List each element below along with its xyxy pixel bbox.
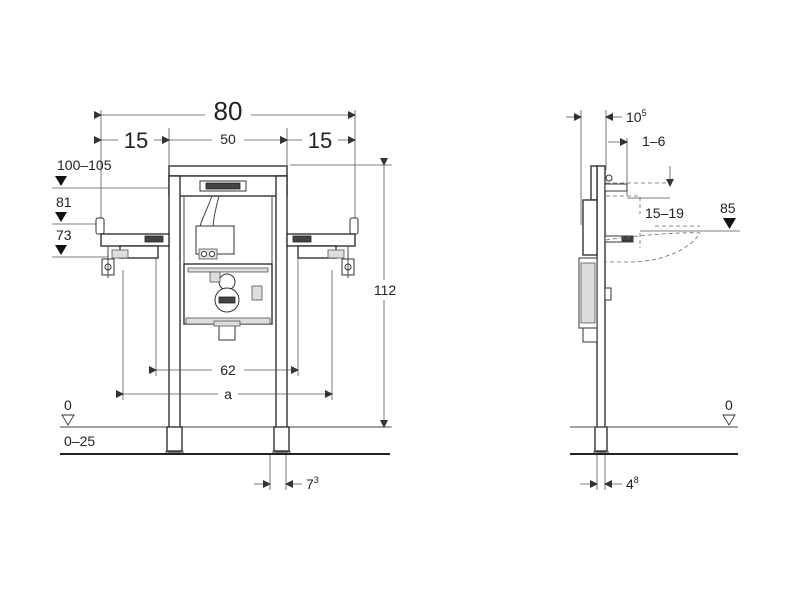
dim-foot-side-label: 48 xyxy=(626,475,639,492)
level-85: 85 xyxy=(640,200,740,232)
front-floor-range-label: 0–25 xyxy=(64,433,95,449)
dim-spacing-62-label: 62 xyxy=(220,362,236,378)
front-level-0-label: 0 xyxy=(64,397,72,413)
front-zero-level: 0 0–25 xyxy=(60,397,390,455)
dim-depth: 105 xyxy=(566,108,647,225)
level-81: 81 xyxy=(52,194,105,225)
level-marker-icon xyxy=(723,218,736,229)
right-bracket xyxy=(286,217,359,278)
side-level-0-label: 0 xyxy=(725,397,733,413)
level-marker-icon xyxy=(55,245,67,255)
level-73-label: 73 xyxy=(56,227,72,243)
range-1-6-label: 1–6 xyxy=(642,133,666,149)
level-73: 73 xyxy=(52,227,108,258)
dim-width-total-label: 80 xyxy=(214,96,243,126)
floor-level-icon xyxy=(722,414,736,426)
level-100-105: 100–105 xyxy=(52,157,172,189)
left-bracket xyxy=(95,217,170,278)
dim-foot-front: 73 xyxy=(254,455,319,492)
side-frame xyxy=(578,165,634,453)
dim-height-label: 112 xyxy=(374,282,397,298)
dim-width-total: 80 xyxy=(94,96,356,126)
range-15-19-label: 15–19 xyxy=(645,205,684,221)
dim-spacing-a: a xyxy=(116,270,333,403)
level-85-label: 85 xyxy=(720,200,736,216)
side-view: 105 1–6 xyxy=(566,108,740,492)
front-extension-lines xyxy=(100,110,356,225)
urinal-outline xyxy=(605,182,701,263)
front-view: 80 15 50 15 112 100–105 xyxy=(52,96,402,492)
level-100-105-label: 100–105 xyxy=(57,157,112,173)
dim-center-label: 50 xyxy=(220,131,236,147)
dim-foot-side: 48 xyxy=(580,455,639,492)
dim-height: 112 xyxy=(290,158,402,428)
dim-range-15-19: 15–19 xyxy=(627,166,684,221)
dim-depth-label: 105 xyxy=(626,108,647,125)
dim-spacing-a-label: a xyxy=(224,386,232,402)
level-marker-icon xyxy=(55,176,67,186)
front-frame xyxy=(95,165,359,453)
dim-side-left-label: 15 xyxy=(124,128,148,153)
side-zero-level: 0 xyxy=(570,397,738,455)
dim-foot-front-label: 73 xyxy=(306,475,319,492)
floor-level-icon xyxy=(61,414,75,426)
level-81-label: 81 xyxy=(56,194,72,210)
dim-side-right-label: 15 xyxy=(308,128,332,153)
dim-second-row: 15 50 15 xyxy=(94,125,356,153)
level-marker-icon xyxy=(55,212,67,222)
dim-spacing-62: 62 xyxy=(149,258,299,379)
